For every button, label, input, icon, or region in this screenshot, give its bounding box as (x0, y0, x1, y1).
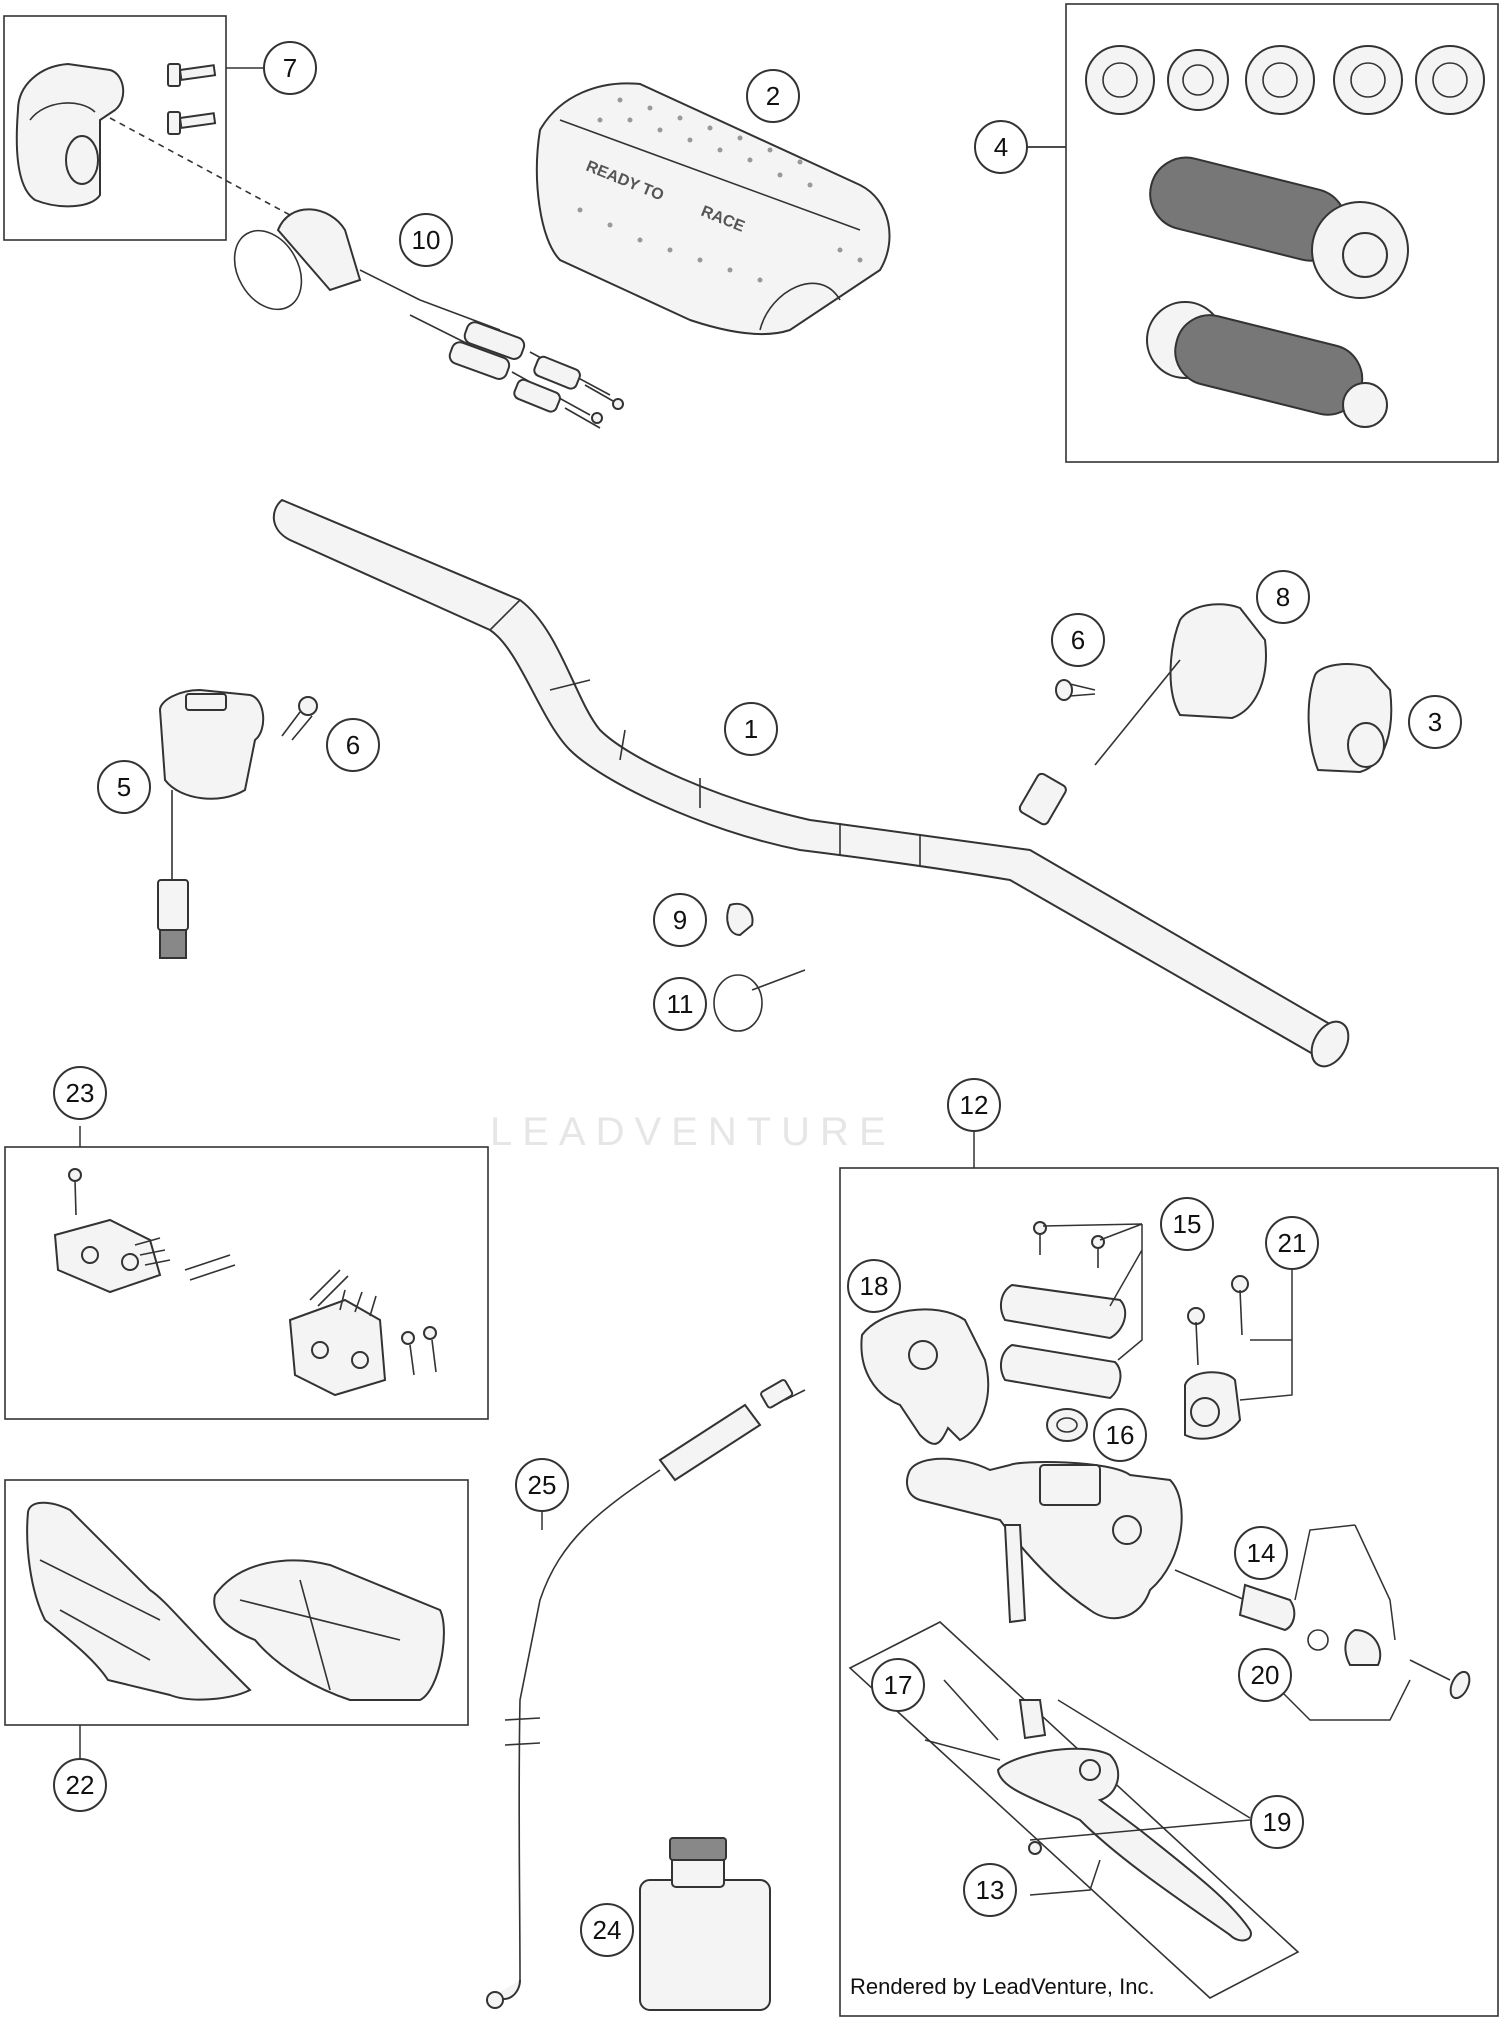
callout-6-right-label: 6 (1071, 625, 1085, 655)
callout-1-label: 1 (744, 714, 758, 744)
master-cylinder (906, 1457, 1296, 1632)
group-box-12 (839, 1167, 1499, 2017)
callout-18[interactable]: 18 (847, 1259, 901, 1313)
callout-22[interactable]: 22 (53, 1758, 107, 1812)
callout-21[interactable]: 21 (1265, 1216, 1319, 1270)
callout-14-label: 14 (1247, 1538, 1276, 1568)
callout-24[interactable]: 24 (580, 1903, 634, 1957)
callout-9[interactable]: 9 (653, 893, 707, 947)
callout-15-label: 15 (1173, 1209, 1202, 1239)
callout-25[interactable]: 25 (515, 1458, 569, 1512)
callout-13-label: 13 (976, 1875, 1005, 1905)
leader-lines (924, 1105, 1411, 1896)
callout-2[interactable]: 2 (746, 69, 800, 123)
lever-cover (860, 1308, 990, 1445)
callout-23-label: 23 (66, 1078, 95, 1108)
callout-6-right[interactable]: 6 (1051, 613, 1105, 667)
piston-kit (1307, 1628, 1471, 1700)
group-box-4 (1065, 3, 1499, 463)
brake-line (486, 1379, 806, 2009)
left-switch (157, 688, 265, 959)
callout-13[interactable]: 13 (963, 1863, 1017, 1917)
group-box-22 (4, 1479, 469, 1726)
callout-7[interactable]: 7 (263, 41, 317, 95)
watermark: LEADVENTURE (490, 1110, 896, 1154)
callout-10-label: 10 (412, 225, 441, 255)
brake-lever (943, 1524, 1252, 1942)
callout-8[interactable]: 8 (1256, 570, 1310, 624)
callout-17-label: 17 (884, 1670, 913, 1700)
callout-1[interactable]: 1 (724, 702, 778, 756)
callout-3[interactable]: 3 (1408, 695, 1462, 749)
callout-17[interactable]: 17 (871, 1658, 925, 1712)
callout-22-label: 22 (66, 1770, 95, 1800)
brake-fluid-bottle (639, 1837, 771, 2011)
callout-2-label: 2 (766, 81, 780, 111)
handguard-mount-kit (53, 1168, 437, 1397)
callout-4-label: 4 (994, 132, 1008, 162)
kill-switch (1018, 603, 1267, 826)
reservoir-diaphragm (1046, 1408, 1088, 1442)
callout-21-label: 21 (1278, 1228, 1307, 1258)
switch-housing (1307, 663, 1393, 774)
cable-tie (713, 969, 806, 1032)
callout-20-label: 20 (1251, 1660, 1280, 1690)
handguards (26, 1501, 445, 1701)
bar-pad: READY TO RACE (535, 82, 891, 336)
reservoir-cover (999, 1221, 1127, 1400)
handlebar (272, 498, 1350, 1068)
callout-20[interactable]: 20 (1238, 1648, 1292, 1702)
callout-leaders (541, 146, 1066, 1530)
callout-16[interactable]: 16 (1093, 1408, 1147, 1462)
screw-left (281, 696, 318, 741)
callout-11[interactable]: 11 (653, 977, 707, 1031)
callout-16-label: 16 (1106, 1420, 1135, 1450)
callout-18-label: 18 (860, 1271, 889, 1301)
callout-15[interactable]: 15 (1160, 1197, 1214, 1251)
callout-14[interactable]: 14 (1234, 1526, 1288, 1580)
callout-10[interactable]: 10 (399, 213, 453, 267)
throttle-housing (15, 62, 291, 216)
callout-9-label: 9 (673, 905, 687, 935)
callout-6-left[interactable]: 6 (326, 718, 380, 772)
throttle-cables (233, 208, 624, 429)
callout-12[interactable]: 12 (947, 1078, 1001, 1132)
callout-8-label: 8 (1276, 582, 1290, 612)
callout-5-label: 5 (117, 772, 131, 802)
grip-set (1085, 45, 1485, 428)
callout-7-label: 7 (283, 53, 297, 83)
cable-clamp (726, 902, 754, 937)
callout-12-label: 12 (960, 1090, 989, 1120)
callout-19[interactable]: 19 (1250, 1795, 1304, 1849)
render-credit: Rendered by LeadVenture, Inc. (850, 1974, 1155, 1999)
callout-24-label: 24 (593, 1915, 622, 1945)
callout-6-left-label: 6 (346, 730, 360, 760)
group-box-7 (3, 15, 227, 241)
callout-19-label: 19 (1263, 1807, 1292, 1837)
callout-3-label: 3 (1428, 707, 1442, 737)
screw-right (1055, 679, 1096, 701)
callout-5[interactable]: 5 (97, 760, 151, 814)
handlebar-clamp (1184, 1275, 1249, 1440)
group-box-23 (4, 1146, 489, 1420)
callout-23[interactable]: 23 (53, 1066, 107, 1120)
callout-4[interactable]: 4 (974, 120, 1028, 174)
callout-11-label: 11 (667, 989, 694, 1019)
callout-25-label: 25 (528, 1470, 557, 1500)
